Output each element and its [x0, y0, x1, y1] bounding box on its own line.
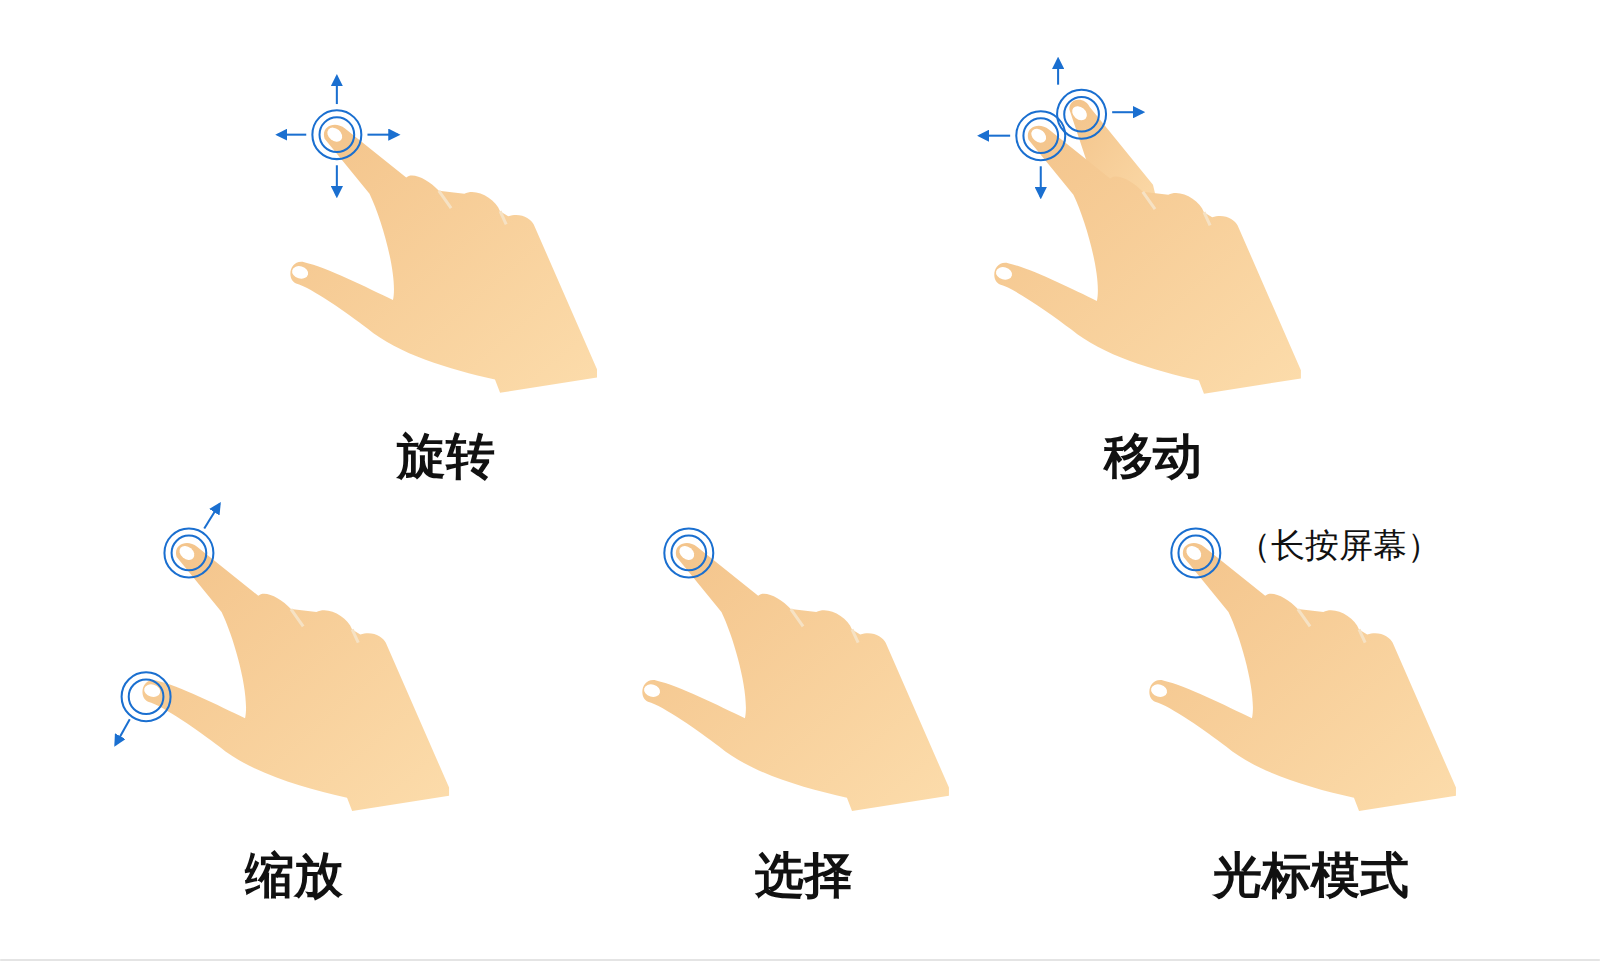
gesture-label: 光标模式: [1213, 849, 1409, 903]
gesture-label: 旋转: [397, 430, 495, 484]
gesture-label: 移动: [1104, 430, 1202, 484]
gesture-label: 选择: [755, 849, 853, 903]
zoom-gesture: [115, 504, 449, 811]
rotate-gesture: [278, 77, 597, 393]
note-text: （长按屏幕）: [1237, 527, 1441, 564]
select-gesture: [642, 528, 949, 811]
move-gesture: [980, 59, 1301, 394]
cursor-gesture: [1149, 528, 1456, 811]
gesture-label: 缩放: [245, 849, 343, 903]
bottom-rule: [0, 959, 1600, 961]
